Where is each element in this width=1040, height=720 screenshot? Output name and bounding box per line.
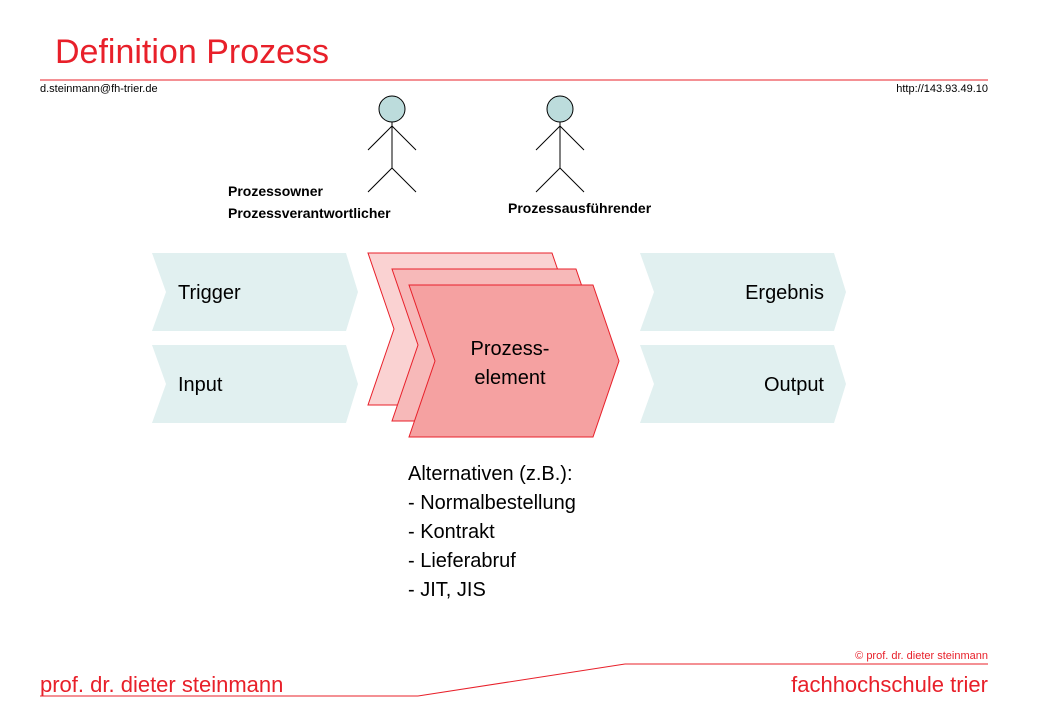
footer-author: prof. dr. dieter steinmann [40,672,284,697]
header-url: http://143.93.49.10 [896,83,988,95]
output-chevron [640,345,846,423]
process-element-label: Prozess- element [450,335,570,393]
alternative-item: - Lieferabruf [408,550,516,572]
alternative-item: - Normalbestellung [408,492,576,514]
ergebnis-label: Ergebnis [745,282,824,304]
process-element-chevron-front [408,284,620,438]
header-email: d.steinmann@fh-trier.de [40,83,158,95]
process-element-line-2: element [474,367,546,389]
alternatives-heading: Alternativen (z.B.): [408,463,573,485]
alternatives-list: Alternativen (z.B.): - Normalbestellung … [408,460,576,605]
trigger-chevron [152,253,358,331]
footer-school: fachhochschule trier [791,672,988,697]
alternative-item: - Kontrakt [408,521,495,543]
actor-process-owner-line-2: Prozessverantwortlicher [228,205,391,221]
actor-process-owner-icon [367,95,417,193]
footer-rule-slant [417,663,626,697]
input-label: Input [178,374,223,396]
process-element-line-1: Prozess- [470,338,550,360]
alternative-item: - JIT, JIS [408,579,486,601]
actor-process-executor-icon [535,95,585,193]
actor-process-owner-label: Prozessowner Prozessverantwortlicher [228,180,391,224]
input-chevron [152,345,358,423]
ergebnis-chevron [640,253,846,331]
output-label: Output [763,374,824,396]
actor-process-owner-line-1: Prozessowner [228,183,323,199]
actor-process-executor-label: Prozessausführender [508,200,652,216]
slide-title: Definition Prozess [55,33,330,71]
footer-copyright: © prof. dr. dieter steinmann [855,650,988,662]
trigger-label: Trigger [178,282,241,304]
